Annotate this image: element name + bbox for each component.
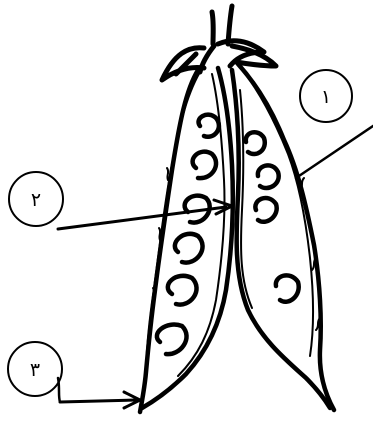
left-pod-seeds [157, 115, 219, 354]
label-1-text: ١ [321, 86, 331, 108]
label-3-arrow [58, 378, 140, 408]
label-3-text: ٣ [30, 359, 40, 381]
label-2-text: ٢ [31, 189, 41, 211]
right-pod [232, 64, 334, 410]
pea-stem [212, 6, 232, 44]
label-1-leader [296, 126, 373, 178]
